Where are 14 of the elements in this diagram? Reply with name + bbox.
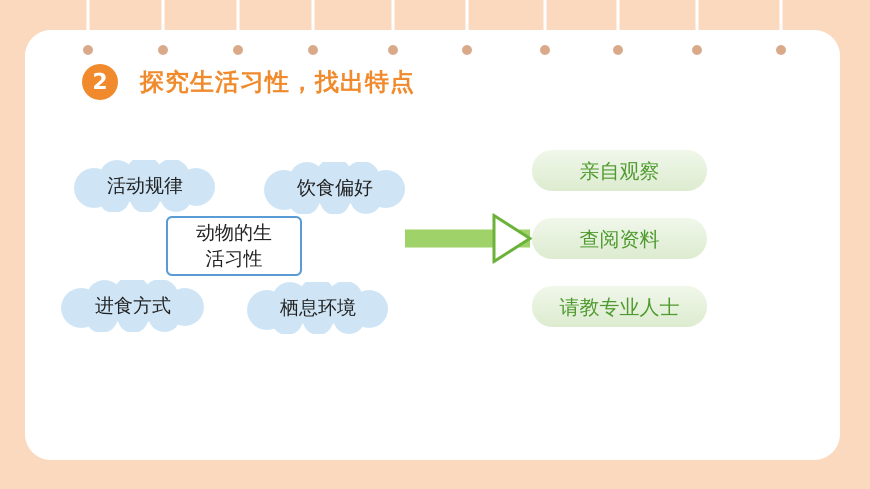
node-text: 动物的生活习性 <box>195 221 273 272</box>
method-pill <box>532 218 707 259</box>
node-text: 饮食偏好 <box>297 176 373 201</box>
method-pill <box>532 150 707 191</box>
node-text: 亲自观察 <box>580 158 660 184</box>
node-text: 查阅资料 <box>580 226 660 252</box>
node-text: 活动规律 <box>107 174 183 199</box>
concept-box <box>166 216 302 276</box>
title: 探究生活习性，找出特点 <box>140 67 415 98</box>
node-text: 栖息环境 <box>280 296 356 321</box>
node-text: 进食方式 <box>95 294 171 319</box>
node-text: 请教专业人士 <box>560 294 680 320</box>
arrow <box>405 214 532 263</box>
method-pill <box>532 286 707 327</box>
